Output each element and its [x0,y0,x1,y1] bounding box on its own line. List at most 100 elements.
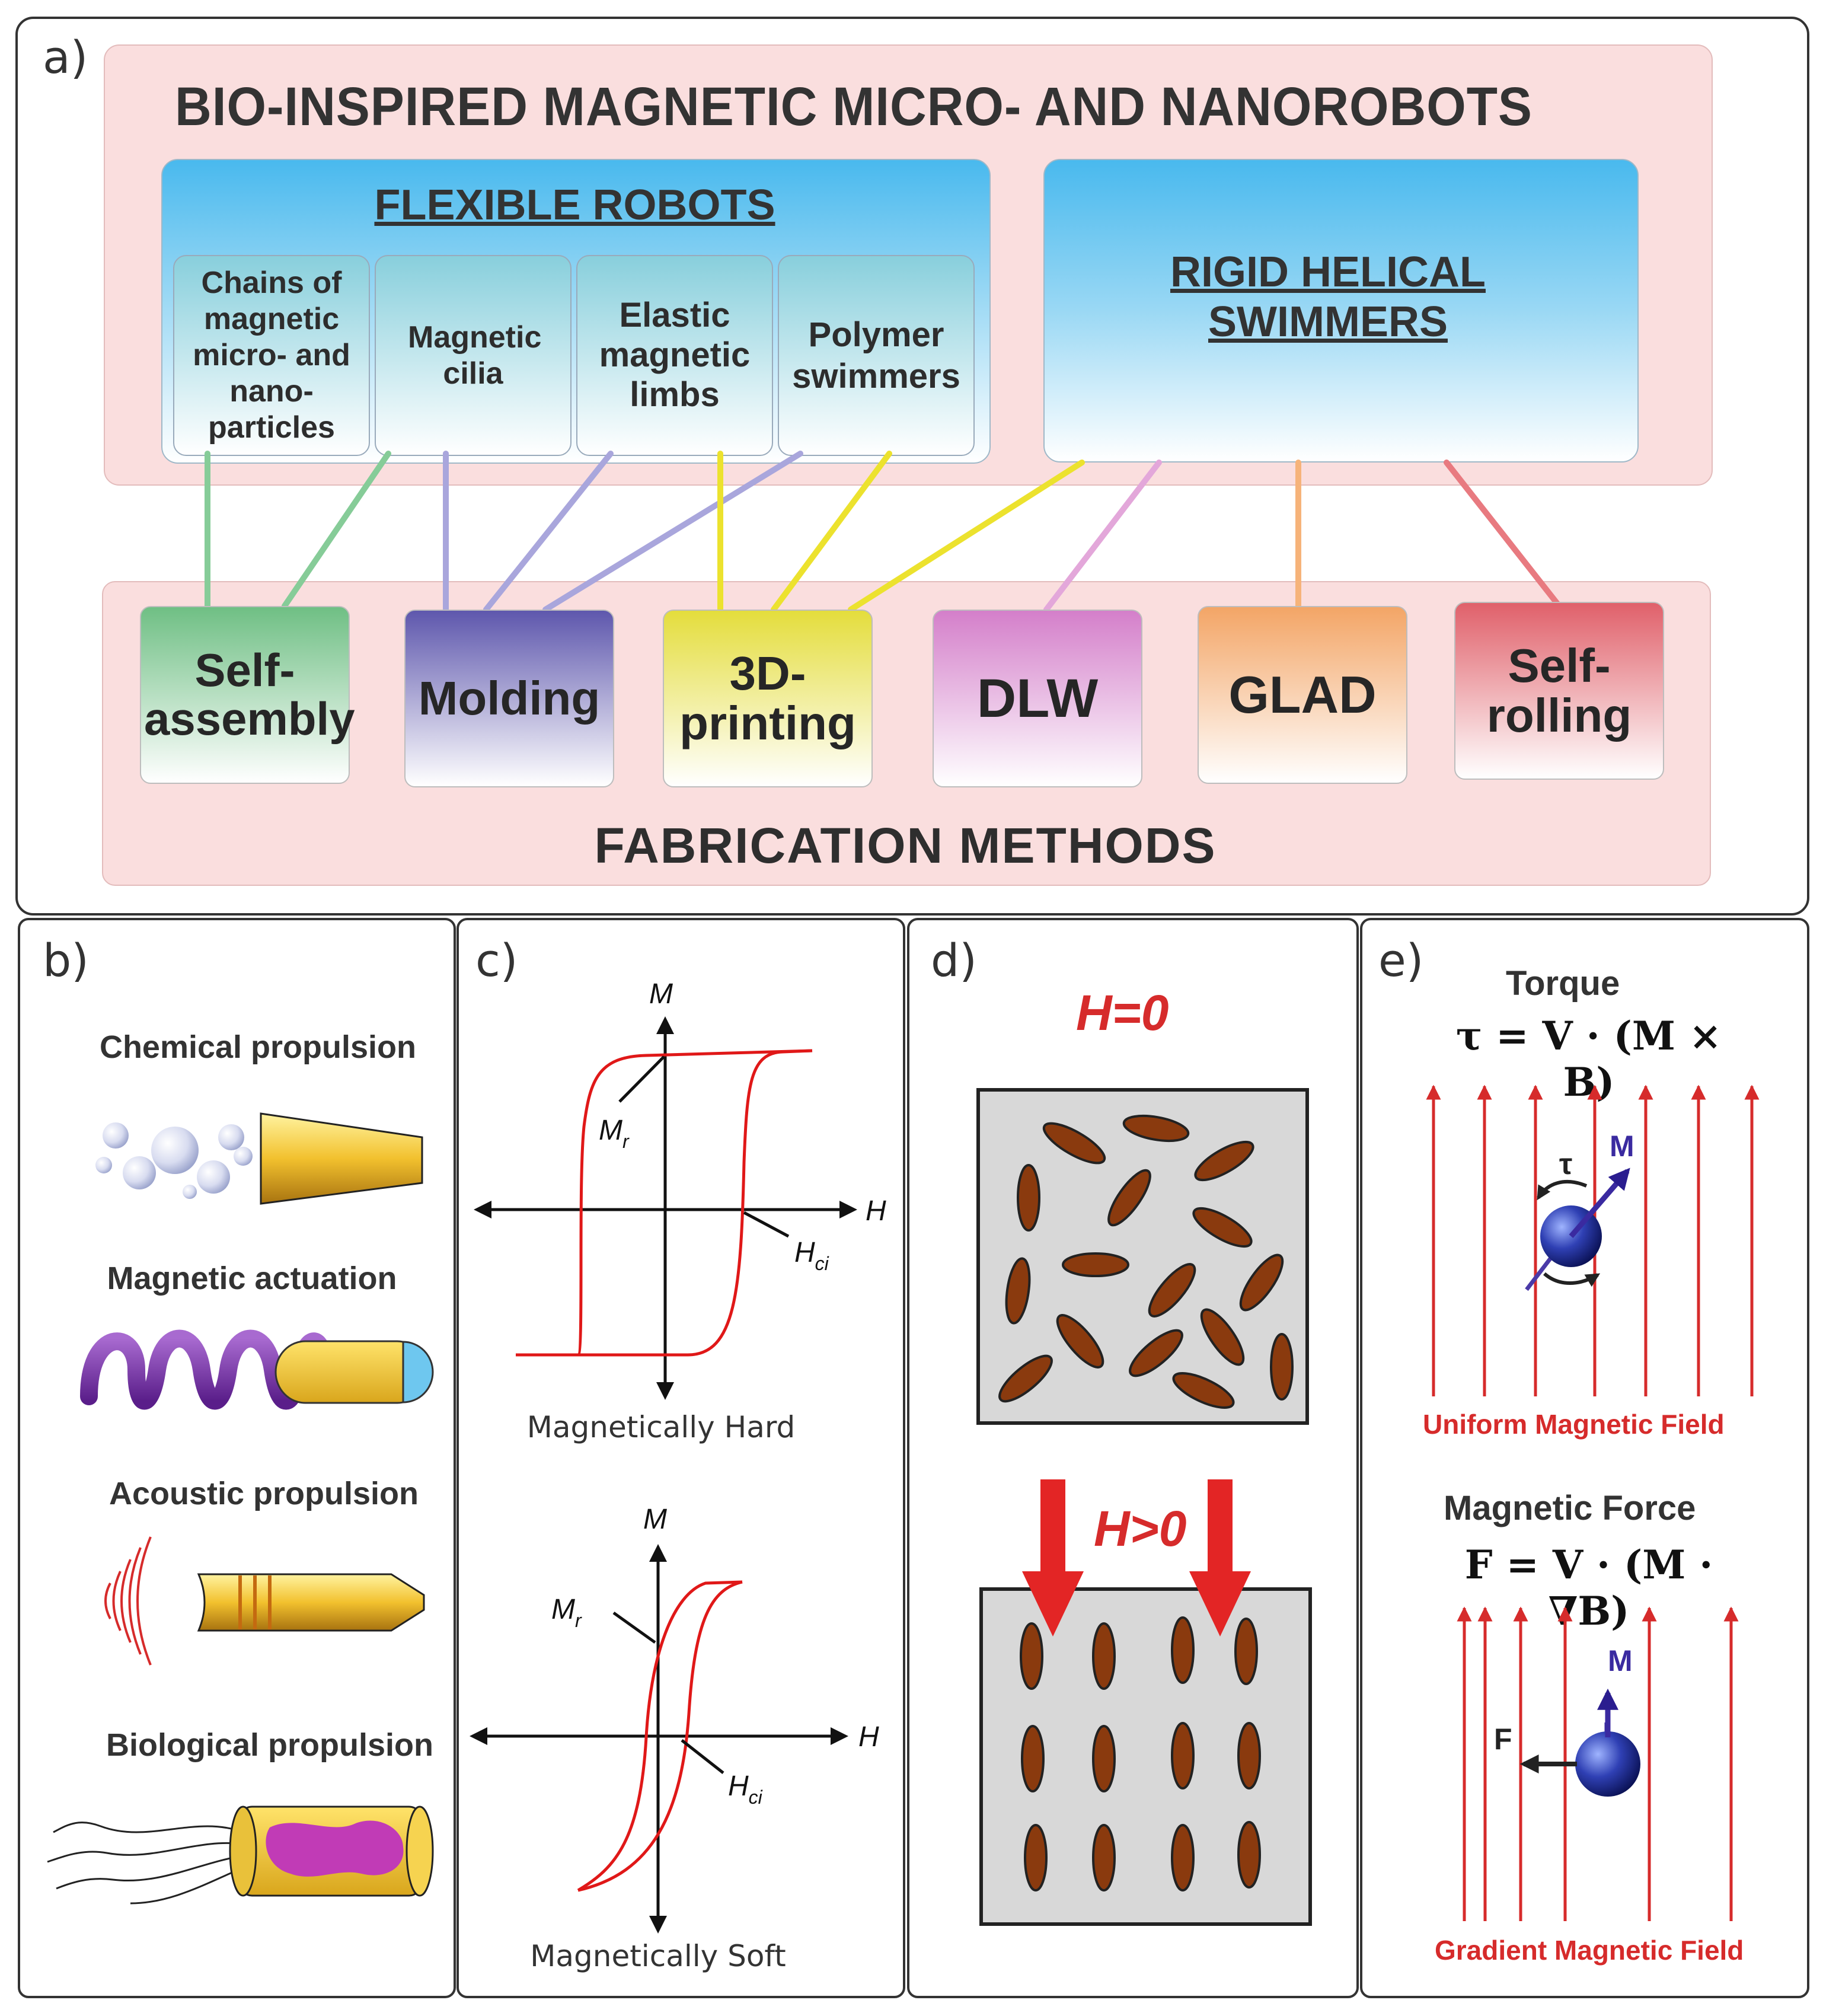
soft-axis-m-label: M [643,1504,667,1535]
aligned-particle [1092,1622,1116,1690]
method-glad-label: GLAD [1228,665,1377,724]
random-particle [1062,1252,1129,1277]
moment-arrow [1569,1168,1630,1238]
soft-axis-h-label: H [858,1721,879,1753]
hard-axis-h-label: H [866,1195,886,1227]
random-particle [1017,1164,1040,1232]
random-particle [1200,1308,1245,1366]
panel-e-frame [1360,918,1809,1998]
chemical-propulsion-label: Chemical propulsion [99,1029,417,1065]
method-dlw: DLW [933,610,1142,787]
soft-hci-label: Hci [728,1771,763,1808]
bubble [183,1185,197,1199]
hard-hci-label: Hci [794,1237,829,1274]
h-positive-label: H>0 [1094,1501,1187,1556]
hard-loop-upper [516,1049,813,1357]
sound-wave [104,1583,111,1619]
limbs-label: Elastic magnetic limbs [599,296,751,414]
method-molding: Molding [404,610,614,787]
connector-polymer-3dprinting [771,451,892,613]
rigid-title-line1: RIGID HELICAL [1170,248,1486,296]
panel-d-frame [907,918,1359,1998]
random-particle [1192,1207,1253,1248]
conical-tube [260,1112,423,1205]
flexible-robots-title: FLEXIBLE ROBOTS [374,181,775,229]
hard-hysteresis-plot: M H Mr Hci [474,978,886,1400]
random-particle [1129,1329,1183,1377]
bubble [234,1147,253,1166]
flagellum [47,1842,244,1863]
torque-title: Torque [1506,964,1620,1003]
methods-section-bg [102,581,1711,886]
acoustic-propulsion-illustration [104,1536,152,1666]
aligned-particle [1237,1722,1261,1789]
method-glad: GLAD [1198,606,1407,784]
method-self-assembly-label: Self- assembly [144,644,355,745]
aligned-particle [1020,1622,1043,1690]
panel-d-tag: d) [931,934,977,987]
uniform-field-label: Uniform Magnetic Field [1423,1409,1725,1440]
cell-end [406,1806,434,1897]
field-arrow-right [1189,1479,1251,1637]
rigid-helical-box [1043,159,1639,462]
gradient-field-label: Gradient Magnetic Field [1435,1935,1744,1966]
soft-loop-upper [577,1580,743,1892]
random-particle [1148,1263,1196,1318]
aligned-particle [1021,1725,1045,1792]
tau-label: τ [1559,1147,1572,1181]
torque-rotation-arrow-bottom [1543,1272,1601,1287]
aligned-particle [1092,1725,1116,1792]
polymer-box: Polymer swimmers [778,255,975,456]
random-particle [1194,1140,1254,1182]
soft-mr-pointer [612,1611,656,1644]
hard-mr-pointer [618,1055,665,1103]
aligned-particle [1234,1618,1258,1685]
method-self-assembly: Self- assembly [140,606,355,784]
m-label-force: M [1608,1644,1633,1677]
aligned-particle [1171,1616,1195,1684]
hard-mr-label: Mr [599,1115,630,1152]
panel-a-tag: a) [43,31,88,84]
panel-a-frame [15,17,1809,916]
method-self-rolling: Self- rolling [1454,602,1664,780]
connector-rigid-3dprinting [848,460,1085,613]
field-arrow-left [1022,1479,1084,1637]
chemical-propulsion-illustration [95,1112,423,1205]
bacterium [266,1820,404,1877]
aligned-particle [1024,1824,1048,1891]
biological-propulsion-illustration [47,1806,434,1905]
method-molding-label: Molding [418,672,601,725]
h-zero-label: H=0 [1076,985,1169,1041]
magnetic-actuation-label: Magnetic actuation [107,1261,397,1296]
connector-limbs-molding [483,451,614,613]
chains-label: Chains of magnetic micro- and nano- part… [193,266,350,445]
random-particle [1042,1122,1106,1165]
sound-wave [128,1547,142,1655]
panel-e-tag: e) [1378,934,1424,987]
rigid-title-line2: SWIMMERS [1208,298,1448,346]
torque-rotation-arrow-top [1537,1179,1588,1201]
magnetically-soft-label: Magnetically Soft [530,1939,786,1973]
magnetically-hard-label: Magnetically Hard [526,1410,796,1444]
capsule-cap [402,1341,434,1403]
cilia-box: Magnetic cilia [375,255,572,456]
connector-cilia-selfassembly [282,451,391,609]
soft-hysteresis-plot: M H Mr Hci [470,1504,879,1934]
bubble [151,1127,199,1174]
sound-wave [112,1571,122,1631]
panel-b-tag: b) [43,934,89,987]
connector-rigid-selfrolling [1444,460,1562,609]
random-particle [1107,1169,1151,1227]
panel-b-frame [18,918,456,1998]
dipole-sphere [1575,1731,1640,1797]
bubble [95,1157,112,1173]
m-label-torque: M [1610,1130,1634,1163]
random-particle [998,1354,1053,1403]
bubble [123,1156,156,1189]
connector-rigid-dlw [1043,460,1162,613]
random-particle [1270,1333,1294,1401]
force-equation: F = V · (M · ∇B) [1464,1542,1713,1634]
method-3d-printing: 3D- printing [663,610,873,787]
